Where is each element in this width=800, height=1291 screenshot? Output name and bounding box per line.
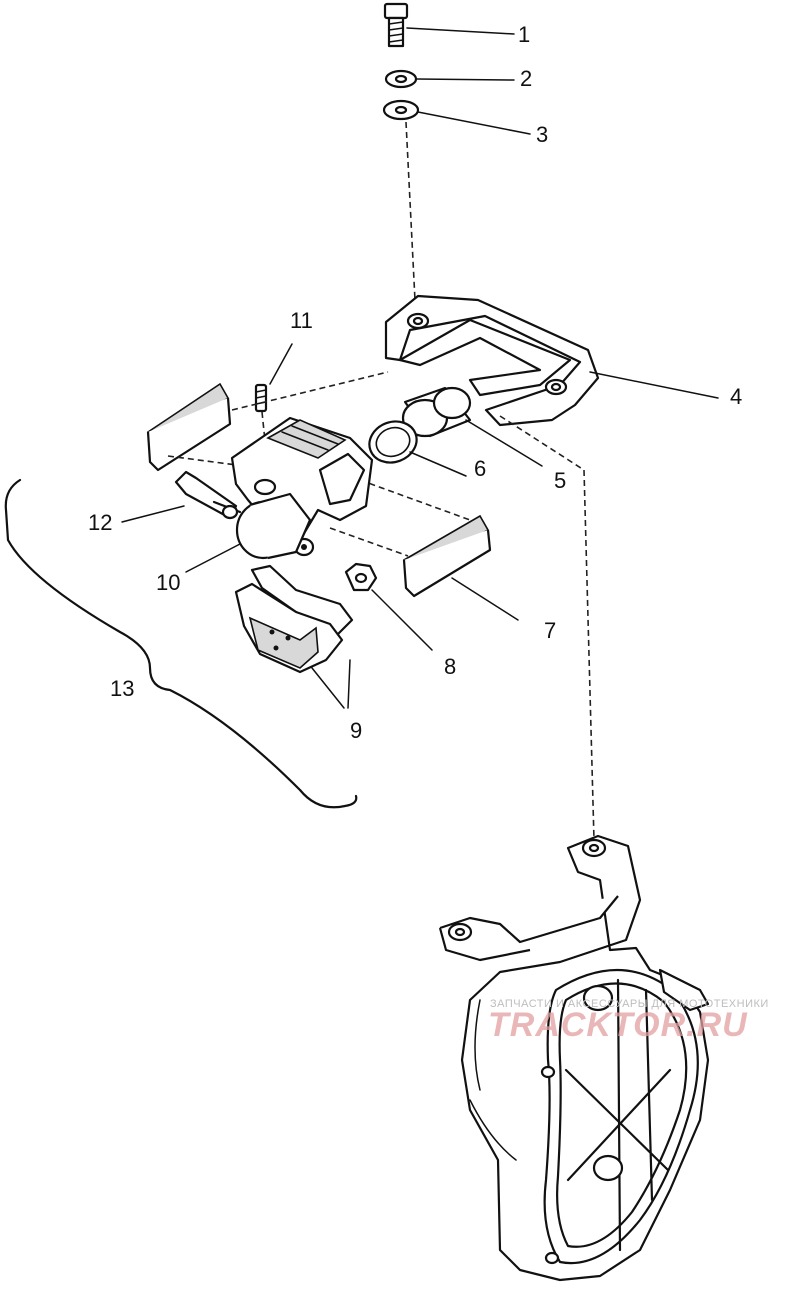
clip-part-7: [402, 514, 492, 598]
callout-3: 3: [536, 122, 549, 147]
piston-part-5: [401, 386, 472, 438]
callout-11: 11: [290, 308, 313, 333]
callout-8: 8: [444, 654, 457, 679]
mounting-housing: [438, 834, 710, 1282]
watermark-logo: TRACKTOR.RU: [488, 1006, 748, 1044]
bleeder-screw-part-11: [254, 383, 268, 413]
bracket-part-4: [384, 294, 600, 427]
clip-left: [146, 382, 232, 472]
callout-2: 2: [520, 66, 533, 91]
lock-washer-part-2: [384, 69, 418, 89]
flat-washer-part-3: [382, 99, 420, 121]
callout-13: 13: [110, 676, 135, 701]
leader-lines: [121, 27, 719, 709]
callout-12: 12: [88, 510, 113, 535]
callout-5: 5: [554, 468, 567, 493]
brake-pads-part-9: [234, 564, 354, 674]
callout-6: 6: [474, 456, 487, 481]
callout-10: 10: [156, 570, 181, 595]
lever-part-12: [174, 470, 242, 520]
callout-4: 4: [730, 384, 743, 409]
bolt-part-1: [383, 2, 409, 48]
watermark-tagline: ЗАПЧАСТИ И АКСЕССУАРЫ ДЛЯ МОТОТЕХНИКИ: [490, 998, 769, 1010]
seal-ring-part-6: [368, 420, 418, 464]
callout-7: 7: [544, 618, 557, 643]
callout-9: 9: [350, 718, 363, 743]
piston-housing-part-10: [235, 492, 312, 560]
callout-1: 1: [518, 22, 531, 47]
nut-part-8: [344, 562, 378, 592]
assembly-brace-13: [4, 478, 358, 809]
